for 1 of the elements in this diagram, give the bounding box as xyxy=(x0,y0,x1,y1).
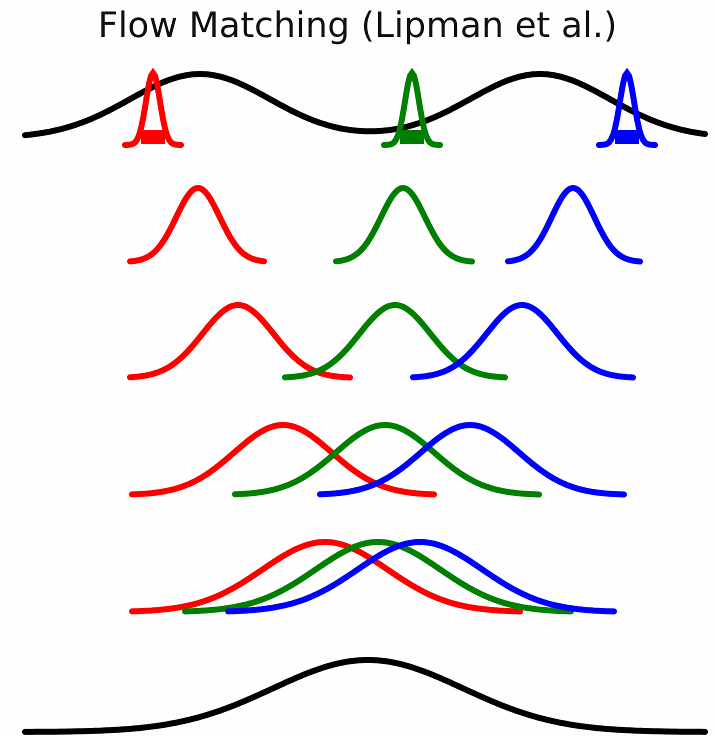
diagram-title: Flow Matching (Lipman et al.) xyxy=(96,6,618,46)
